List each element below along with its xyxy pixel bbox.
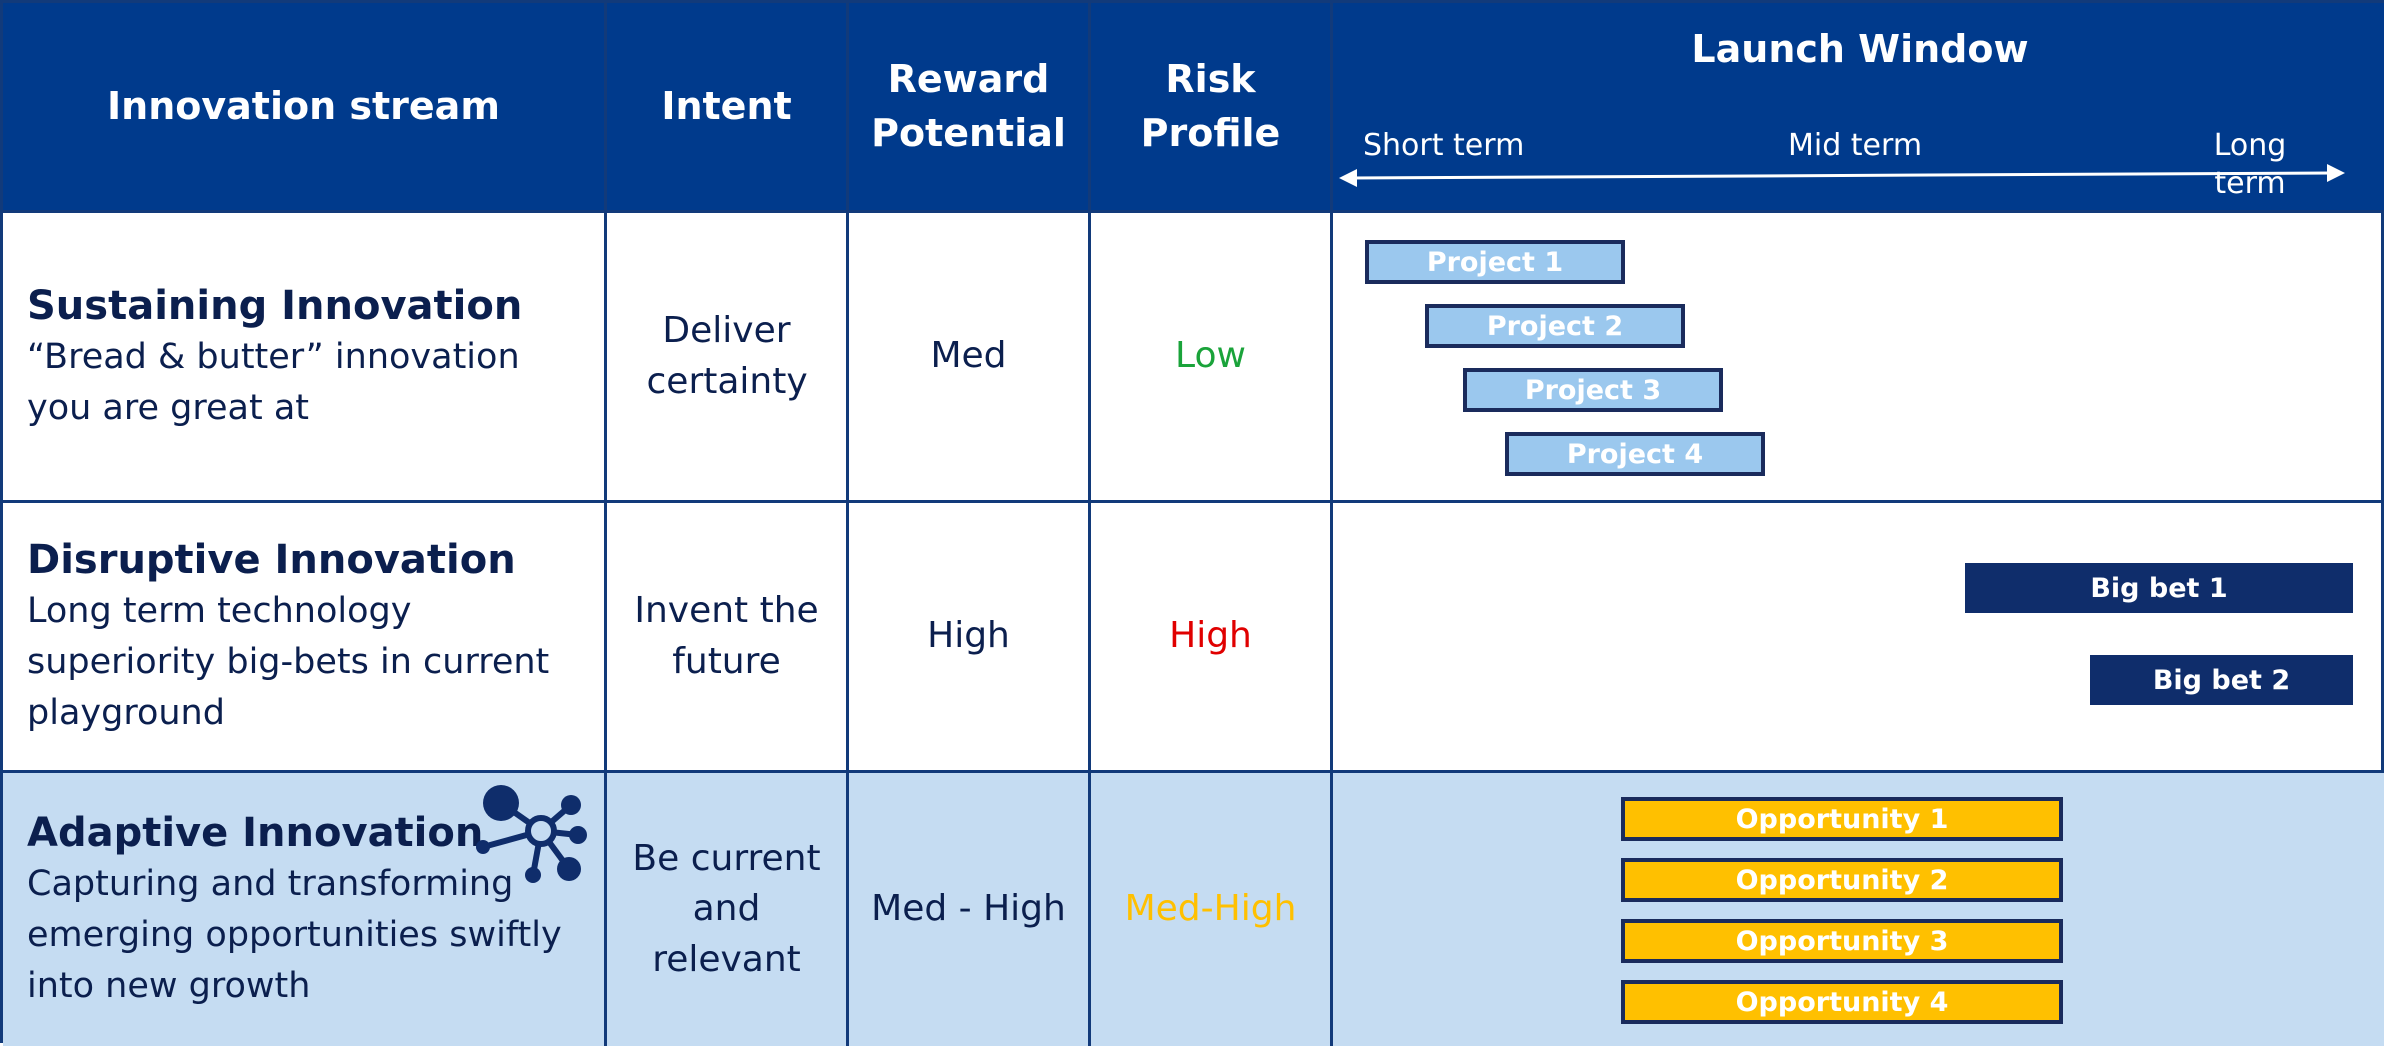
intent-text: Deliver certainty: [646, 310, 808, 402]
project-1-bar: Project 1: [1365, 240, 1625, 284]
header-reward: Reward Potential: [849, 3, 1091, 213]
row-disruptive-launch: Big bet 1 Big bet 2: [1333, 503, 2384, 773]
opportunity-4-bar: Opportunity 4: [1621, 980, 2063, 1024]
header-launch-window: Launch Window Short term Mid term Long t…: [1333, 3, 2384, 213]
term-short: Short term: [1363, 128, 1525, 163]
stream-name: Sustaining Innovation: [27, 282, 523, 329]
project-2-bar: Project 2: [1425, 304, 1685, 348]
opportunity-2-bar: Opportunity 2: [1621, 858, 2063, 902]
header-intent: Intent: [607, 3, 849, 213]
row-sustaining-risk: Low: [1091, 213, 1333, 503]
row-adaptive-stream: Adaptive Innovation Capturing and transf…: [3, 773, 607, 1046]
term-mid: Mid term: [1788, 128, 1923, 163]
row-sustaining-reward: Med: [849, 213, 1091, 503]
stream-name: Adaptive Innovation: [27, 810, 484, 857]
row-sustaining-stream: Sustaining Innovation “Bread & butter” i…: [3, 213, 607, 503]
row-sustaining-intent: Deliver certainty: [607, 213, 849, 503]
header-reward-label: Reward Potential: [871, 57, 1066, 155]
big-bet-1-bar: Big bet 1: [1965, 563, 2353, 613]
header-intent-label: Intent: [661, 83, 792, 128]
intent-text: Invent the future: [634, 590, 819, 682]
row-adaptive-reward: Med - High: [849, 773, 1091, 1046]
launch-window-title: Launch Window: [1691, 27, 2029, 71]
header-stream: Innovation stream: [3, 3, 607, 213]
opportunity-1-bar: Opportunity 1: [1621, 797, 2063, 841]
project-4-bar: Project 4: [1505, 432, 1765, 476]
header-stream-label: Innovation stream: [107, 83, 500, 128]
row-adaptive-risk: Med-High: [1091, 773, 1333, 1046]
row-adaptive-intent: Be current and relevant: [607, 773, 849, 1046]
risk-text: High: [1169, 615, 1252, 657]
stream-description: Long term technology superiority big-bet…: [27, 591, 550, 733]
stream-description: “Bread & butter” innovation you are grea…: [27, 336, 520, 428]
row-adaptive-launch: Opportunity 1 Opportunity 2 Opportunity …: [1333, 773, 2384, 1046]
row-disruptive-intent: Invent the future: [607, 503, 849, 773]
project-3-bar: Project 3: [1463, 368, 1723, 412]
term-long: Long term: [2213, 128, 2287, 201]
risk-text: Low: [1175, 335, 1246, 377]
row-sustaining-launch: Project 1 Project 2 Project 3 Project 4: [1333, 213, 2384, 503]
reward-text: Med - High: [871, 888, 1066, 930]
timeline-arrow: [1339, 164, 2345, 187]
row-disruptive-stream: Disruptive Innovation Long term technolo…: [3, 503, 607, 773]
network-nodes-icon: [473, 783, 603, 897]
opportunity-3-bar: Opportunity 3: [1621, 919, 2063, 963]
big-bet-2-bar: Big bet 2: [2090, 655, 2353, 705]
row-disruptive-reward: High: [849, 503, 1091, 773]
reward-text: Med: [930, 335, 1007, 377]
stream-description: Capturing and transforming emerging oppo…: [27, 864, 562, 1006]
header-risk: Risk Profile: [1091, 3, 1333, 213]
row-disruptive-risk: High: [1091, 503, 1333, 773]
header-risk-label: Risk Profile: [1140, 57, 1281, 155]
stream-name: Disruptive Innovation: [27, 537, 516, 584]
reward-text: High: [927, 615, 1010, 657]
risk-text: Med-High: [1124, 888, 1297, 930]
intent-text: Be current and relevant: [632, 837, 821, 980]
